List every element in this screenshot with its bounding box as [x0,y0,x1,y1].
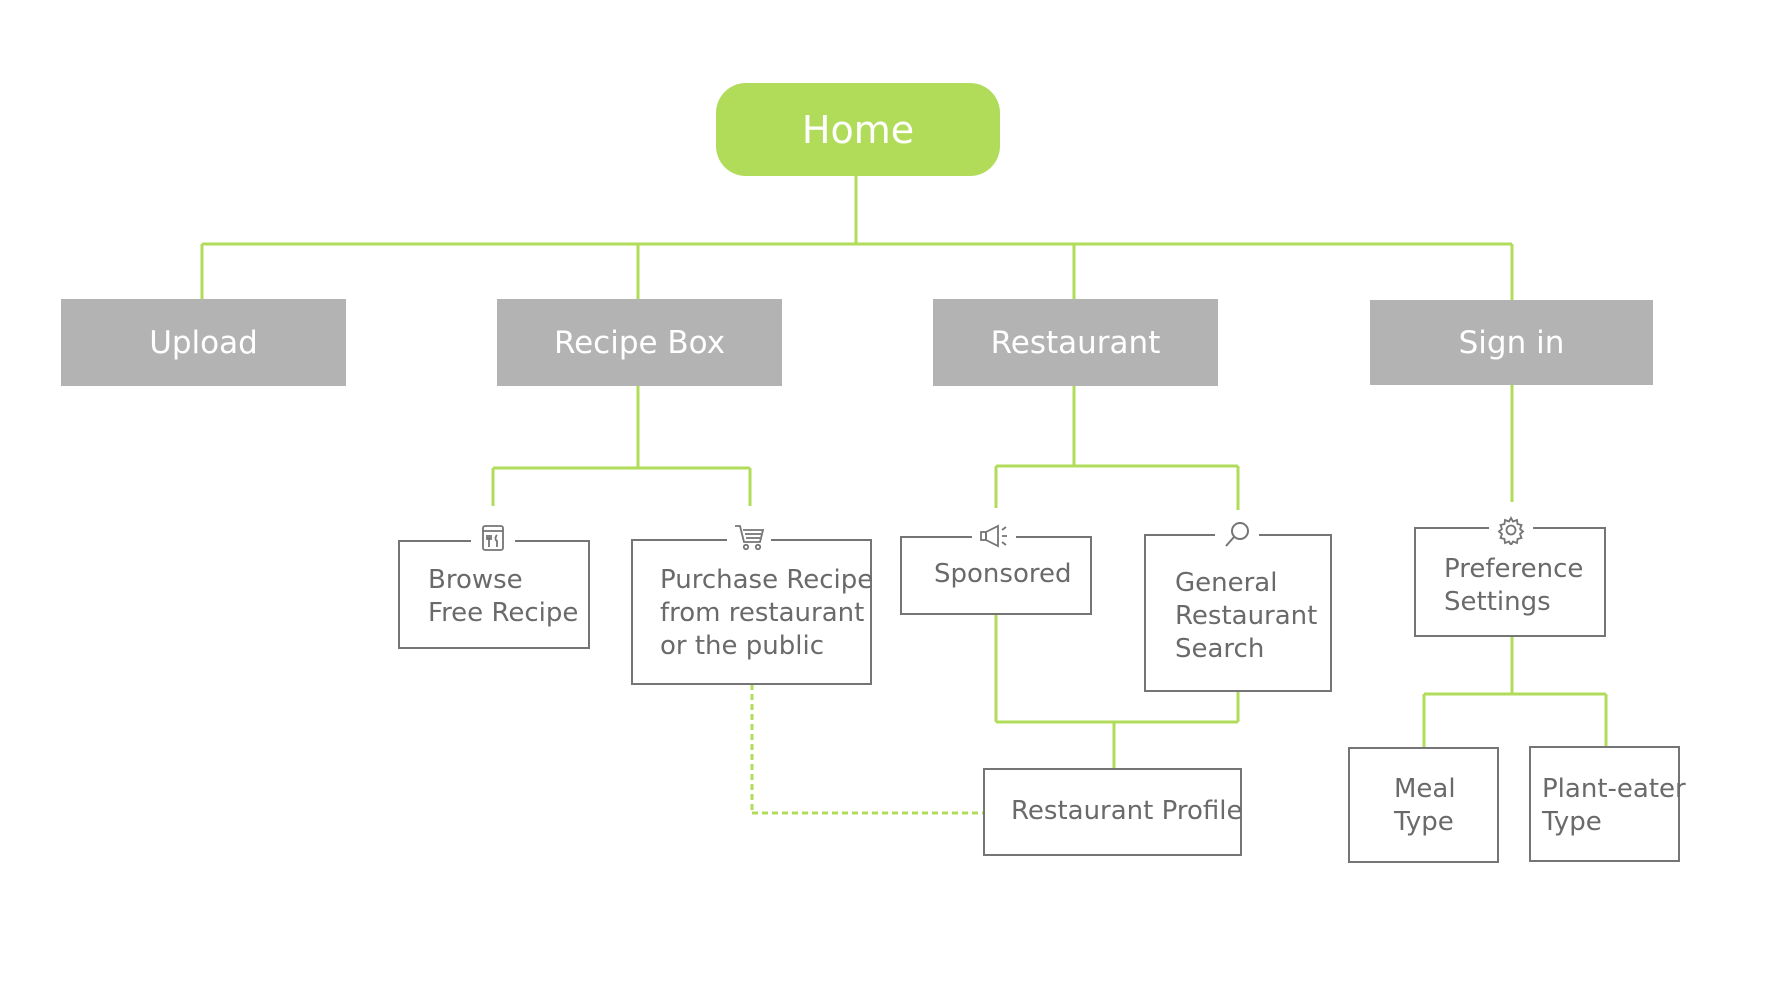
search-line-1: General [1175,568,1278,598]
purchase-recipe-node: Purchase Recipe from restaurant or the p… [631,539,874,685]
megaphone-icon [972,521,1016,551]
magnifier-icon [1215,520,1259,550]
meal-line-1: Meal [1394,774,1456,804]
preference-line-2: Settings [1444,587,1551,617]
browse-line-2: Free Recipe [428,598,579,628]
sponsored-label: Sponsored [934,559,1072,589]
browse-free-recipe-node: Browse Free Recipe [398,540,590,649]
gear-icon [1489,515,1533,545]
purchase-line-2: from restaurant [660,598,865,628]
meal-line-2: Type [1394,807,1454,837]
restaurant-node: Restaurant [933,299,1218,386]
plant-eater-line-2: Type [1542,807,1602,837]
general-restaurant-search-node: General Restaurant Search [1144,534,1332,692]
upload-node: Upload [61,299,346,386]
preference-line-1: Preference [1444,554,1584,584]
restaurant-profile-node: Restaurant Profile [983,768,1242,856]
preference-settings-node: Preference Settings [1414,527,1606,637]
home-node: Home [716,83,1000,176]
plant-eater-type-node: Plant-eater Type [1529,746,1686,862]
sign-in-node: Sign in [1370,300,1653,385]
search-line-2: Restaurant [1175,601,1318,631]
fork-knife-icon [471,523,515,553]
search-line-3: Search [1175,634,1265,664]
profile-label: Restaurant Profile [1011,796,1243,826]
purchase-line-3: or the public [660,631,825,661]
shopping-cart-icon [727,522,771,552]
browse-line-1: Browse [428,565,523,595]
plant-eater-line-1: Plant-eater [1542,774,1686,804]
meal-type-node: Meal Type [1348,747,1499,863]
purchase-line-1: Purchase Recipe [660,565,874,595]
recipe-box-node: Recipe Box [497,299,782,386]
